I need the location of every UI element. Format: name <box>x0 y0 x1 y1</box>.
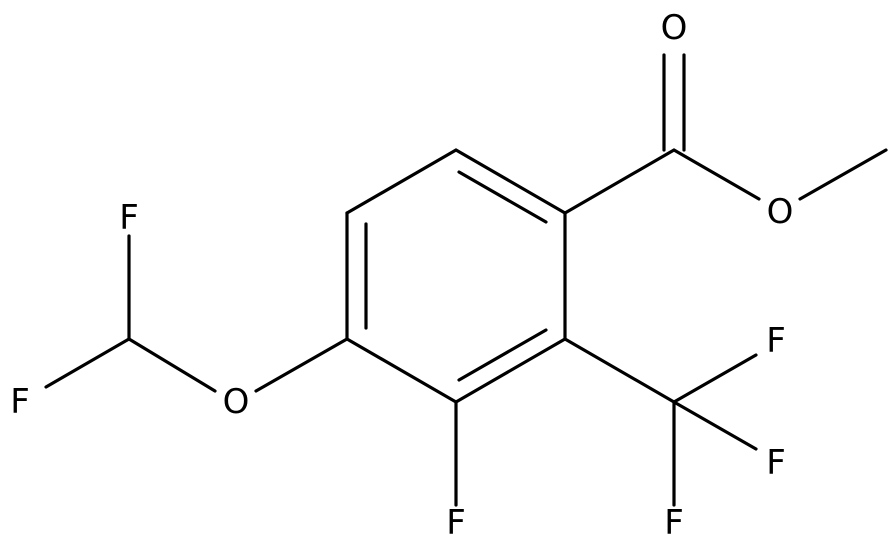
ring-bond-1 <box>454 148 567 215</box>
ring-to-cf3-bond <box>563 337 676 404</box>
cf3-f-b-bond <box>672 400 758 451</box>
cf3-fluorine-b-label: F <box>766 443 786 483</box>
ester-oxygen-label: O <box>767 192 794 232</box>
ring-bond-3-inner <box>457 328 548 382</box>
ether-o-to-chf2-bond <box>127 337 217 393</box>
cf3-f-a-bond <box>672 353 758 404</box>
ether-oxygen-label: O <box>223 382 250 422</box>
ring-to-ether-o-bond <box>254 337 349 393</box>
chf2-fluorine-top-label: F <box>119 198 139 238</box>
chf2-fluorine-left-label: F <box>10 382 30 422</box>
ring-to-carbonyl-bond <box>563 148 676 215</box>
carbonyl-to-ester-o-bond <box>672 148 761 201</box>
ring-bond-6 <box>345 148 458 215</box>
chf2-f-left-bond <box>44 337 131 389</box>
cf3-fluorine-c-label: F <box>664 503 684 543</box>
carbonyl-oxygen-label: O <box>661 8 688 48</box>
ring-bond-3 <box>454 337 567 404</box>
ester-o-to-methyl-bond <box>798 148 888 201</box>
cf3-fluorine-a-label: F <box>766 321 786 361</box>
ring-bond-1-inner <box>457 170 548 224</box>
ring-fluorine-label: F <box>446 503 466 543</box>
ring-bond-4 <box>345 337 458 404</box>
